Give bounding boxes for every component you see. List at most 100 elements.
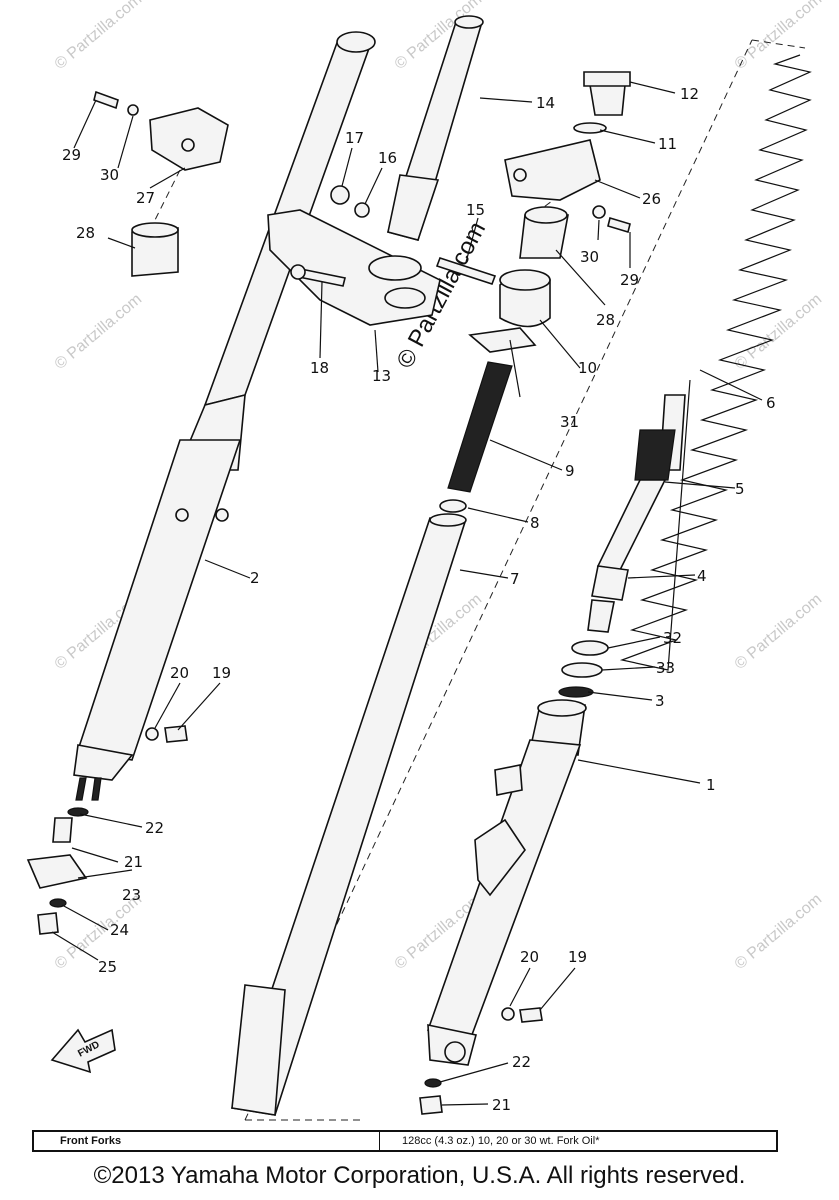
rebound-spring [634,429,676,481]
callout-number: 29 [62,146,81,164]
callout-number: 28 [76,224,95,242]
callout-number: 24 [110,921,129,939]
washer [501,1007,515,1021]
leader-line [117,115,134,169]
caliper-mount [474,818,526,897]
callout-number: 16 [378,149,397,167]
callout-number: 27 [136,189,155,207]
bearing-top [499,269,551,291]
leader-line [594,179,641,199]
callout-number: 2 [250,569,260,587]
callout-number: 28 [596,311,615,329]
leader-line [577,759,701,784]
o-ring [573,122,607,134]
long-bolt [435,257,497,285]
callout-number: 15 [466,201,485,219]
spec-title: Front Forks [34,1132,380,1150]
stud [91,777,102,801]
leader-line [439,1062,509,1083]
spec-bar: Front Forks 128cc (4.3 oz.) 10, 20 or 30… [32,1130,778,1152]
collar-top [131,222,179,238]
axle-boss [494,764,523,796]
bracket-hole [384,287,426,309]
leader-line [61,904,109,931]
callout-number: 33 [656,659,675,677]
nut [330,185,350,205]
leader-line [51,931,99,961]
leader-line [627,574,696,579]
stem-collar [387,174,440,241]
callout-number: 25 [98,958,117,976]
fwd-arrow: FWD [50,1028,116,1074]
fork-bottom [73,744,134,781]
callout-number: 18 [310,359,329,377]
inner-tube [230,513,467,1116]
left-fork-leg [73,31,376,801]
callout-number: 4 [697,567,707,585]
leader-line [154,682,181,729]
leader-line [601,666,656,671]
tube-cap [336,31,376,53]
washer [67,807,89,817]
leader-line [539,967,576,1011]
leader-line [509,967,531,1007]
callout-number: 22 [512,1053,531,1071]
washer [145,727,159,741]
callout-number: 21 [124,853,143,871]
callout-number: 30 [100,166,119,184]
leader-line [79,813,143,828]
washer [571,640,609,656]
stem-top [454,15,484,29]
callout-number: 19 [568,948,587,966]
handle-clamp [504,139,601,201]
watermark: © Partzilla.com [52,0,146,73]
bracket-hole [181,138,195,152]
bracket-hole [368,255,422,281]
drain-bolt [164,725,188,743]
callout-number: 11 [658,135,677,153]
leader-line [479,97,533,103]
callout-number: 17 [345,129,364,147]
callout-number: 8 [530,514,540,532]
inner-tube-top [429,513,467,527]
bolt [607,216,631,234]
callout-number: 10 [578,359,597,377]
leader-line [599,129,656,144]
stud [75,777,87,801]
leader-line [459,569,509,579]
leader-lines [51,81,763,1106]
leader-line [597,219,600,241]
leader-line [364,167,383,205]
circlip [558,686,594,698]
spacer-tube [447,361,513,493]
leader-line [629,81,676,94]
leader-line [149,167,186,189]
guide-line [751,39,806,49]
fork-outer-leg [76,439,242,761]
leader-line [555,249,606,306]
callout-number: 9 [565,462,575,480]
seal [561,662,603,678]
callout-number: 30 [580,248,599,266]
leader-line [539,319,581,369]
stud-bolt [52,817,73,843]
callout-number: 22 [145,819,164,837]
drain-bolt [519,1007,543,1023]
leader-line [607,636,661,649]
callout-number: 21 [492,1096,511,1114]
copyright-notice: ©2013 Yamaha Motor Corporation, U.S.A. A… [93,1162,746,1189]
leader-line [489,439,563,471]
outer-leg-rim [537,699,587,717]
spec-note: 128cc (4.3 oz.) 10, 20 or 30 wt. Fork Oi… [402,1135,600,1147]
leader-line [107,237,136,249]
piston [591,565,629,601]
leader-line [204,559,251,579]
bushing-top [524,206,568,224]
lock-plate [468,327,537,353]
leader-line [319,281,323,359]
watermark: © Partzilla.com [732,891,826,973]
axle-boss [215,508,229,522]
leader-line [509,339,521,398]
callout-number: 1 [706,776,716,794]
fwd-arrow-icon [50,1028,116,1074]
